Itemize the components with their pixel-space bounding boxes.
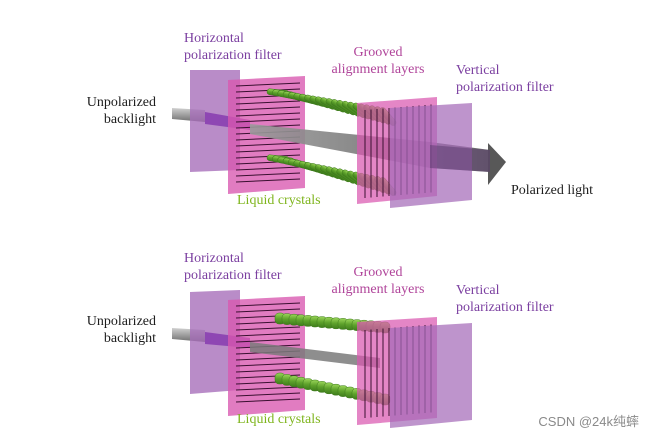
groove-line bbox=[235, 112, 301, 117]
watermark: CSDN @24k纯蟀 bbox=[538, 414, 639, 429]
blocked-beam bbox=[250, 342, 380, 368]
groove-line bbox=[235, 398, 301, 403]
groove-line bbox=[235, 118, 301, 123]
alignment-layers-label: Grooved alignment layers bbox=[331, 265, 425, 297]
vertical-filter-label: Vertical polarization filter bbox=[456, 283, 554, 315]
groove-line bbox=[235, 368, 301, 373]
liquid-crystals-label: Liquid crystals bbox=[237, 412, 321, 427]
bottom-panel bbox=[172, 290, 472, 428]
groove-line bbox=[235, 326, 301, 331]
groove-line bbox=[235, 178, 301, 183]
horizontal-filter-label: Horizontal polarization filter bbox=[184, 31, 282, 63]
groove-line bbox=[235, 356, 301, 361]
alignment-layers-label: Grooved alignment layers bbox=[331, 45, 425, 77]
groove-line bbox=[235, 142, 301, 147]
output-arrow-head bbox=[488, 143, 506, 185]
groove-line bbox=[235, 172, 301, 177]
groove-line bbox=[235, 338, 301, 343]
groove-line bbox=[235, 386, 301, 391]
groove-line bbox=[235, 308, 301, 313]
groove-line bbox=[235, 332, 301, 337]
polarized-light-label: Polarized light bbox=[511, 183, 594, 198]
groove-line bbox=[235, 166, 301, 171]
vertical-filter-label: Vertical polarization filter bbox=[456, 63, 554, 95]
vertical-filter-plate bbox=[390, 323, 472, 428]
groove-line bbox=[235, 392, 301, 397]
backlight-label: Unpolarized backlight bbox=[86, 314, 156, 346]
horizontal-filter-label: Horizontal polarization filter bbox=[184, 251, 282, 283]
groove-line bbox=[235, 362, 301, 367]
groove-line bbox=[235, 106, 301, 111]
groove-line bbox=[235, 100, 301, 105]
groove-line bbox=[235, 302, 301, 307]
liquid-crystals-label: Liquid crystals bbox=[237, 193, 321, 208]
groove-line bbox=[235, 148, 301, 153]
groove-line bbox=[235, 82, 301, 87]
backlight-label: Unpolarized backlight bbox=[86, 95, 156, 127]
top-panel bbox=[172, 70, 506, 208]
